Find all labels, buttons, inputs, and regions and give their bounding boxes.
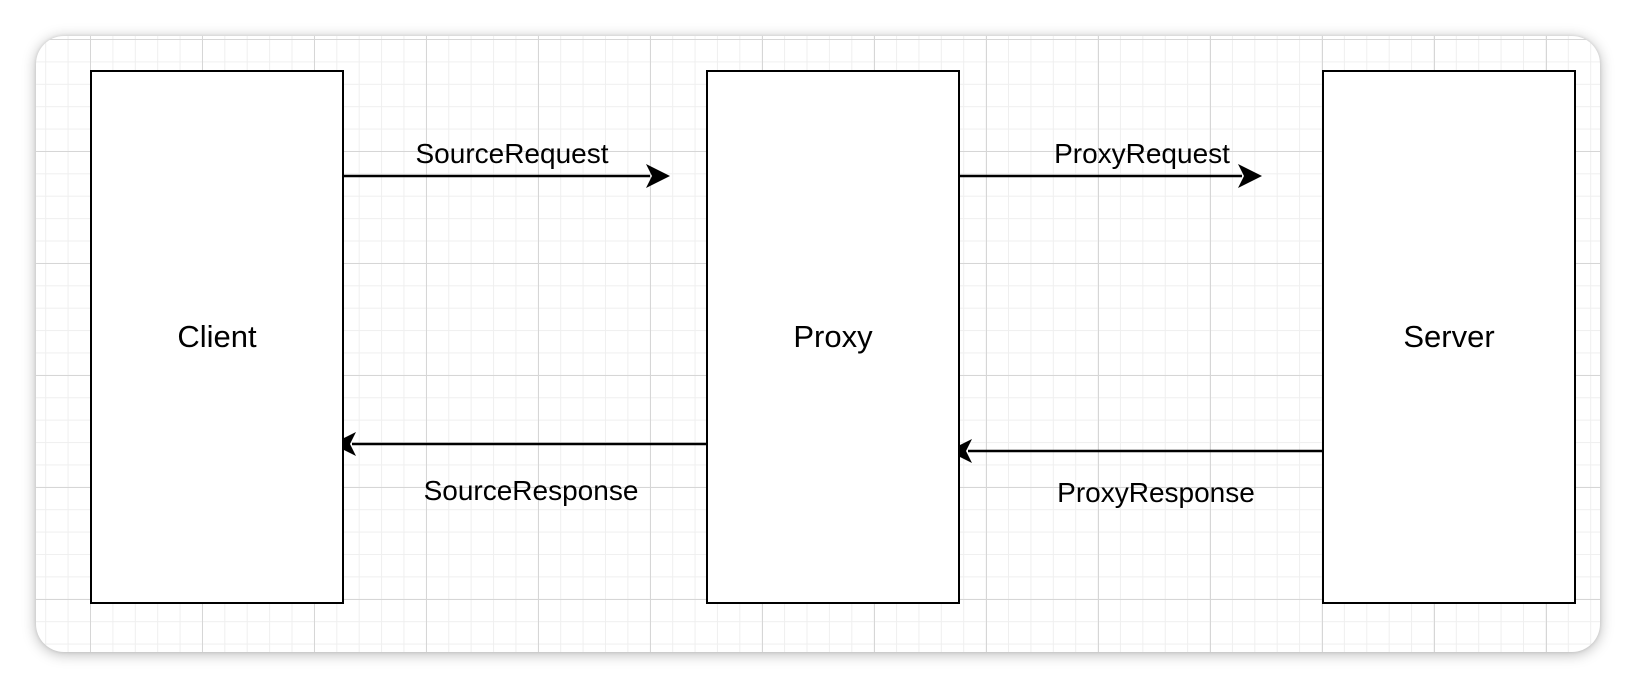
proxy-response-label: ProxyResponse: [1057, 477, 1255, 508]
diagram-canvas: Client Proxy Server SourceRequest ProxyR…: [36, 36, 1600, 652]
client-node[interactable]: Client: [90, 70, 344, 604]
connector-layer: [332, 164, 1322, 463]
proxy-request-arrowhead: [1238, 164, 1262, 188]
proxy-response-arrowhead: [948, 439, 972, 463]
source-request-arrowhead: [646, 164, 670, 188]
source-request-label: SourceRequest: [415, 138, 609, 169]
source-response-label: SourceResponse: [423, 475, 639, 506]
server-node-label: Server: [1403, 319, 1495, 354]
client-node-label: Client: [177, 319, 257, 354]
source-response-arrowhead: [332, 432, 356, 456]
server-node[interactable]: Server: [1322, 70, 1576, 604]
proxy-node-label: Proxy: [793, 319, 873, 354]
proxy-node[interactable]: Proxy: [706, 70, 960, 604]
proxy-request-label: ProxyRequest: [1054, 138, 1230, 169]
